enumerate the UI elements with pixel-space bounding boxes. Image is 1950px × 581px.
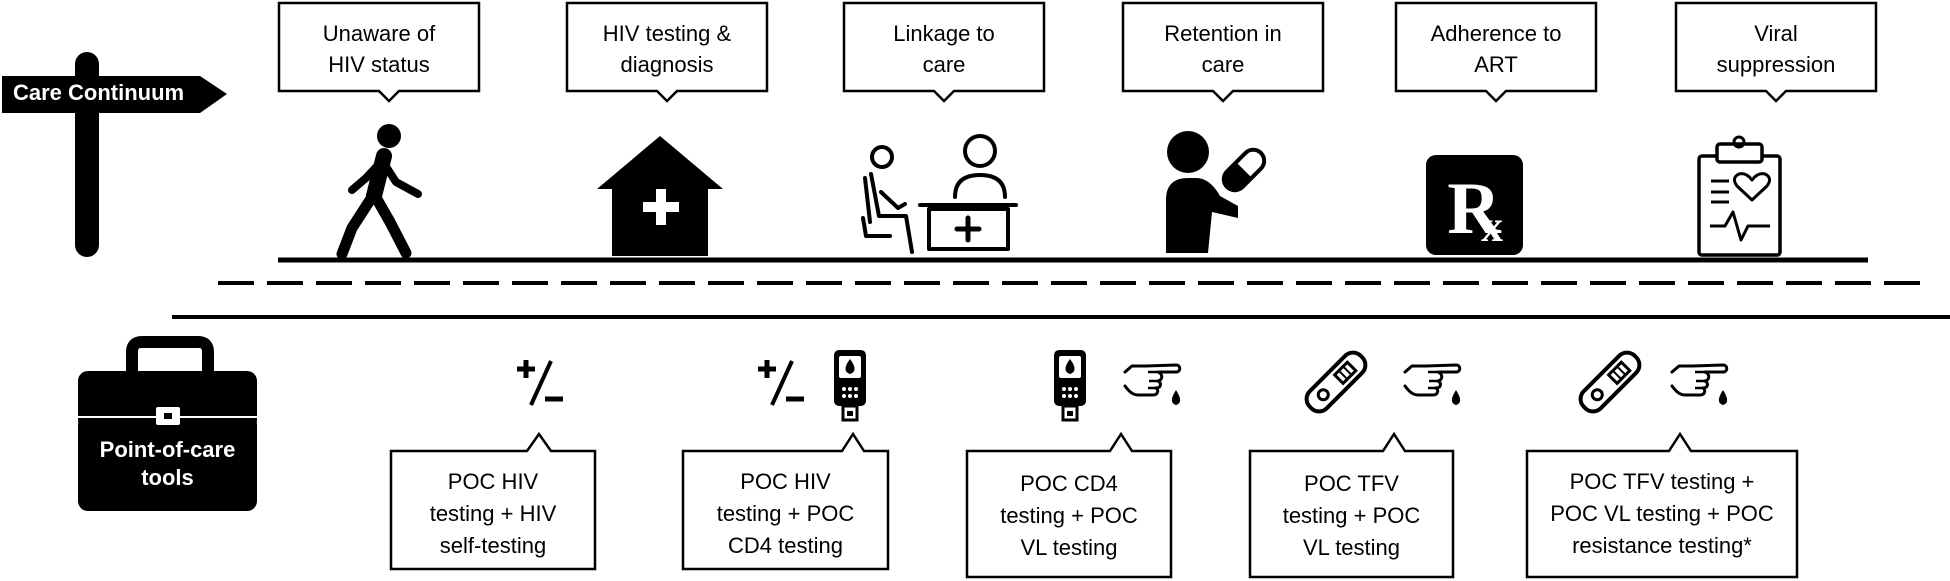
tool-label: POC CD4 testing + POC VL testing <box>1000 471 1138 560</box>
callout-box <box>965 431 1173 579</box>
patient-doctor-desk-icon <box>861 134 1018 254</box>
clinic-house-icon <box>597 136 723 256</box>
callout-box <box>277 1 481 103</box>
test-strip-icon <box>1574 346 1646 418</box>
finger-prick-icon <box>1670 363 1729 407</box>
person-pill-icon <box>1166 131 1267 253</box>
finger-prick-icon <box>1403 363 1462 407</box>
callout-box <box>389 431 597 571</box>
stage-label: HIV testing & diagnosis <box>602 21 732 77</box>
finger-prick-icon <box>1123 363 1182 407</box>
stage-label: Linkage to care <box>893 21 995 77</box>
walking-person-icon <box>336 124 422 260</box>
tool-label: POC HIV testing + HIV self-testing <box>429 469 557 558</box>
callout-box <box>1394 1 1598 103</box>
svg-text:R: R <box>1447 168 1502 250</box>
toolbox-label: Point-of-care tools <box>99 437 236 490</box>
svg-text:x: x <box>1481 202 1503 251</box>
rx-prescription-icon: R x <box>1426 155 1523 255</box>
tool-label: POC TFV testing + POC VL testing + POC r… <box>1550 469 1774 558</box>
glucometer-device-icon <box>832 348 868 422</box>
stage-label: Retention in care <box>1164 21 1282 77</box>
plus-minus-icon <box>517 360 563 405</box>
callout-box <box>1121 1 1325 103</box>
callout-box <box>681 431 890 571</box>
callout-box <box>1525 431 1799 579</box>
glucometer-device-icon <box>1052 348 1088 422</box>
callout-box <box>1674 1 1878 103</box>
clipboard-heart-icon <box>1697 135 1782 257</box>
stage-label: Viral suppression <box>1716 21 1836 77</box>
stage-label: Unaware of HIV status <box>322 21 436 77</box>
tool-callouts <box>389 431 1799 579</box>
toolbox-icon <box>78 336 257 511</box>
signpost-icon <box>2 52 227 257</box>
callout-box <box>565 1 769 103</box>
callout-box <box>842 1 1046 103</box>
signpost-label: Care Continuum <box>13 80 185 105</box>
stage-callouts <box>277 1 1878 103</box>
stage-label: Adherence to ART <box>1430 21 1562 77</box>
plus-minus-icon <box>758 360 804 405</box>
tool-label: POC TFV testing + POC VL testing <box>1282 471 1421 560</box>
test-strip-icon <box>1300 346 1372 418</box>
callout-box <box>1248 431 1455 579</box>
tool-label: POC HIV testing + POC CD4 testing <box>716 469 855 558</box>
